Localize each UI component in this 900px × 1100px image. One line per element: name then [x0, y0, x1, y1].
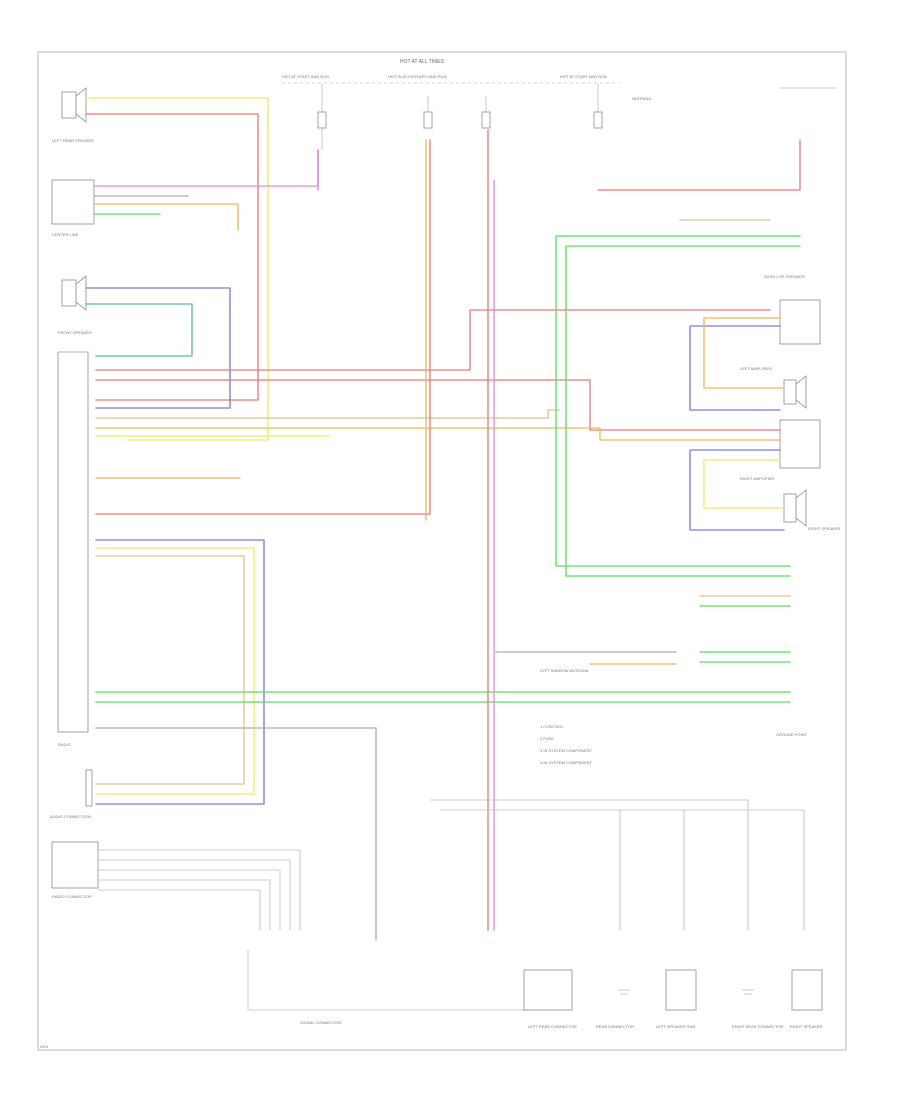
module-box-2	[665, 969, 697, 1011]
module-box-3	[791, 969, 823, 1011]
wire-blue	[85, 287, 231, 409]
fuse-3	[481, 96, 491, 129]
left-rear-speaker-label: LEFT REAR SPEAKER	[52, 138, 94, 143]
module-harness	[440, 809, 805, 930]
ground-point-label: GROUND POINT	[776, 732, 808, 737]
module-label-5: RIGHT REAR CONNECTOR	[732, 1024, 784, 1029]
fuse-note: HOT AT ALL TIMES	[400, 59, 445, 65]
wire-red	[95, 379, 781, 431]
wire-yellow	[85, 97, 269, 441]
module-box-1	[523, 969, 573, 1011]
module-label-4: REAR CONNECTOR	[596, 1024, 634, 1029]
radio-label: RADIO	[58, 742, 71, 747]
module-label-3: RIGHT SPEAKER	[790, 1024, 822, 1029]
wire-red	[597, 139, 801, 191]
left-speaker-right	[783, 375, 807, 409]
legend-item: 4 IN SYSTEM COMPONENT	[540, 760, 593, 765]
left-amplifier-label: LEFT AMPLIFIER	[740, 366, 772, 371]
legend-item: 1 FUSE BOX	[540, 724, 564, 729]
module-label-2: LEFT SPEAKER SUB	[656, 1024, 695, 1029]
wire-pink	[93, 149, 319, 187]
fuse-4	[593, 84, 603, 129]
rear-module-box	[51, 841, 99, 889]
signal-connector-bus	[247, 950, 540, 1011]
wire-blue	[689, 449, 785, 531]
wire-green	[555, 235, 801, 567]
module-label-1: LEFT REAR CONNECTOR	[528, 1024, 577, 1029]
wire-green	[565, 245, 801, 577]
wire-blue	[95, 539, 265, 805]
right-amplifier-box	[779, 419, 821, 469]
wire-orange	[93, 203, 239, 231]
module-harness	[430, 799, 749, 930]
wire-tan	[95, 409, 561, 419]
fuse-label-b: HOT IN ACCESSORY AND RUN	[388, 74, 447, 79]
audio-connection-label: AUDIO CONNECTION	[50, 814, 91, 819]
wire-blue	[689, 325, 781, 411]
wire-red	[95, 139, 431, 515]
wire-red	[85, 113, 259, 401]
left-window-antenna-label: LEFT WINDOW ANTENNA	[540, 668, 589, 673]
rear-module-label: RADIO CONNECTOR	[52, 894, 92, 899]
center-link-label: CENTER LINK	[52, 232, 79, 237]
wire-orange	[95, 427, 781, 441]
diagram-frame	[37, 51, 847, 1051]
satellite-speaker-label: SATELLITE SPEAKER	[764, 274, 805, 279]
page-mark: W10	[40, 1044, 49, 1049]
legend-item: 2 FUSE	[540, 736, 554, 741]
wire-teal	[85, 303, 193, 357]
right-amplifier-label: RIGHT AMPLIFIER	[740, 476, 774, 481]
bottom-harness	[98, 849, 301, 930]
wire-tan	[95, 555, 245, 785]
wire-yellow	[95, 547, 255, 795]
center-link-box	[51, 179, 95, 225]
bottom-harness	[98, 869, 281, 930]
audio-connection-block	[85, 769, 93, 807]
front-speaker-label: FRONT SPEAKER	[58, 330, 92, 335]
satellite-speaker-box	[779, 299, 821, 345]
bottom-harness	[98, 889, 261, 930]
left-rear-speaker	[61, 87, 87, 123]
front-speaker	[61, 275, 87, 311]
legend: 1 FUSE BOX 2 FUSE 3 IN SYSTEM COMPONENT …	[540, 724, 593, 765]
right-speaker-label: RIGHT SPEAKER	[808, 526, 840, 531]
bottom-harness	[98, 879, 271, 930]
fuse-1	[317, 84, 327, 150]
wire-gray	[95, 727, 377, 941]
legend-item: 3 IN SYSTEM COMPONENT	[540, 748, 593, 753]
ground-symbol-2	[742, 989, 754, 995]
wire-orange	[703, 317, 785, 389]
right-speaker-right	[783, 489, 807, 527]
antenna-label: ANTENNA	[632, 96, 651, 101]
ground-symbol-1	[618, 989, 630, 995]
fuse-2	[423, 96, 433, 129]
fuse-label-c: HOT AT START AND RUN	[560, 74, 607, 79]
signal-connector-label: SIGNAL CONNECTOR	[300, 1020, 341, 1025]
bottom-harness	[98, 859, 291, 930]
wire-yellow	[703, 459, 785, 509]
wire-red	[95, 309, 771, 371]
radio-connector-block	[57, 351, 89, 733]
fuse-label-a: HOT AT START AND RUN	[282, 74, 329, 79]
